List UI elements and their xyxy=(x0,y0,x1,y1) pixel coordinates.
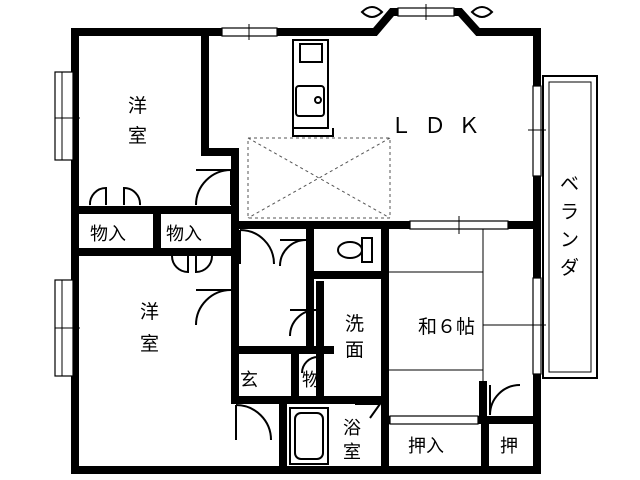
toilet xyxy=(337,237,373,263)
room-label-washroom-1: 洗 xyxy=(345,313,364,335)
windows xyxy=(54,4,546,425)
bathtub xyxy=(289,407,329,465)
room-label-bath-1: 浴 xyxy=(343,418,361,439)
kitchen-counter xyxy=(292,39,334,137)
bay-shutters xyxy=(360,6,494,18)
doors xyxy=(88,169,521,441)
room-label-oshi: 押 xyxy=(500,436,518,457)
room-label-closet-left: 物入 xyxy=(90,224,126,245)
room-label-western-top-2: 室 xyxy=(128,125,147,147)
outer-walls xyxy=(71,8,541,474)
room-label-western-top-1: 洋 xyxy=(128,95,147,117)
stair-void xyxy=(247,137,391,219)
veranda xyxy=(542,75,598,379)
room-label-ldk: ＬＤＫ xyxy=(390,114,492,139)
room-label-closet-mid: 物入 xyxy=(166,224,202,245)
label-veranda-2: ラ xyxy=(560,201,579,223)
label-veranda-3: ン xyxy=(560,229,579,251)
room-label-bath-2: 室 xyxy=(343,442,361,463)
room-label-entrance: 玄 xyxy=(240,370,258,391)
label-veranda-4: ダ xyxy=(560,257,579,279)
room-label-western-bottom-2: 室 xyxy=(140,333,159,355)
tatami-lines xyxy=(385,229,537,385)
room-label-entrance-storage: 物 xyxy=(302,370,320,391)
room-label-washroom-2: 面 xyxy=(345,339,364,361)
label-veranda-1: ベ xyxy=(560,173,579,195)
room-label-western-bottom-1: 洋 xyxy=(140,301,159,323)
room-label-oshiire: 押入 xyxy=(408,436,444,457)
room-label-japanese: 和６帖 xyxy=(418,316,475,338)
